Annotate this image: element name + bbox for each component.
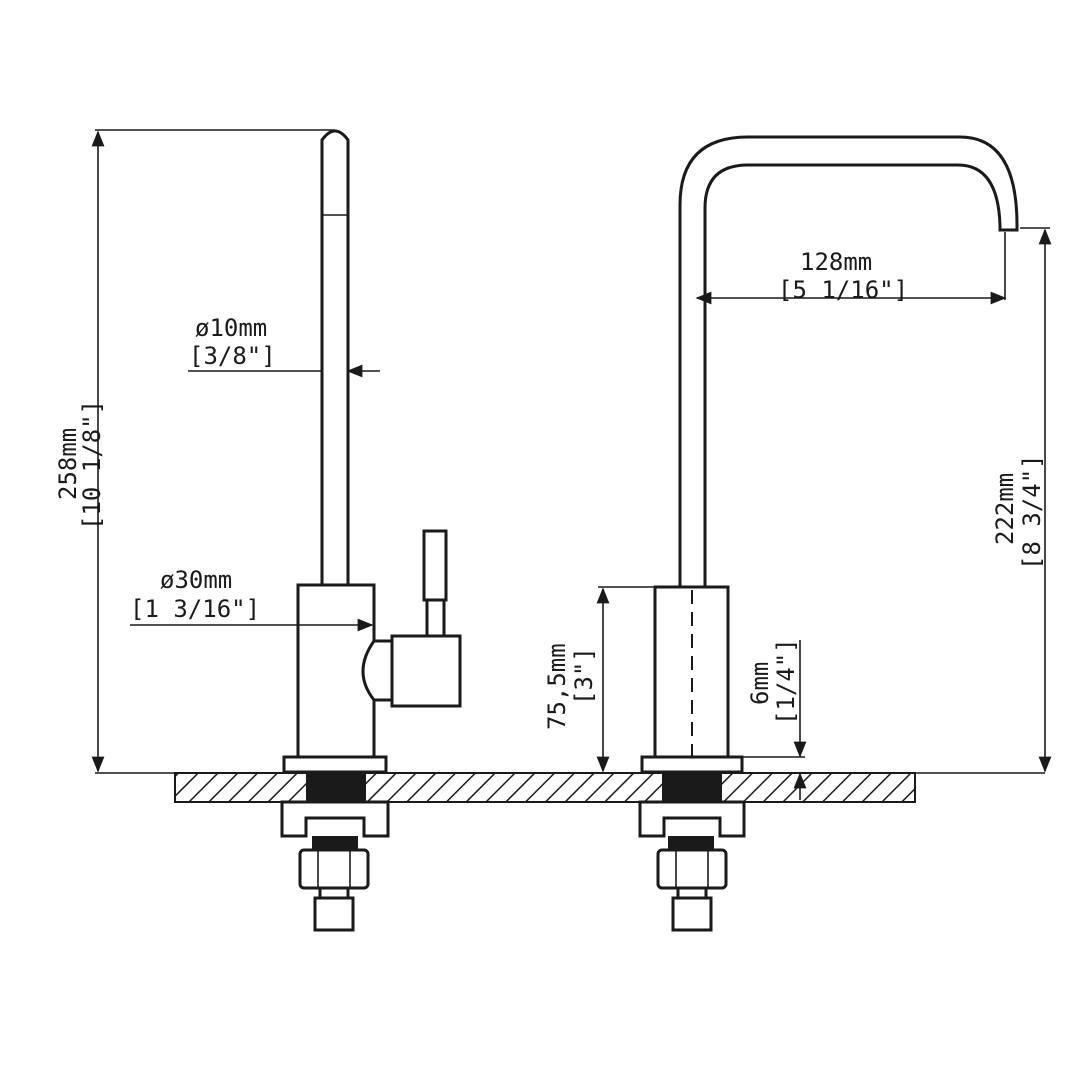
spout-reach-imperial: [5 1/16"] — [778, 276, 908, 304]
dimension-lines — [91, 129, 1052, 800]
total-height-metric: 258mm — [54, 428, 82, 500]
countertop — [95, 772, 1045, 803]
spout-height-imperial: [8 3/4"] — [1018, 454, 1046, 570]
body-diameter-metric: ø30mm — [160, 566, 232, 594]
faucet-side-view — [280, 129, 462, 932]
spout-diameter-imperial: [3/8"] — [189, 342, 276, 370]
faucet-front-view — [638, 135, 1019, 932]
spout-height-metric: 222mm — [991, 473, 1019, 545]
base-thickness-imperial: [1/4"] — [772, 638, 800, 725]
body-height-imperial: [3"] — [570, 647, 598, 705]
spout-reach-metric: 128mm — [800, 248, 872, 276]
body-height-metric: 75,5mm — [543, 643, 571, 730]
base-thickness-metric: 6mm — [746, 662, 774, 705]
body-diameter-imperial: [1 3/16"] — [130, 595, 260, 623]
total-height-imperial: [10 1/8"] — [78, 400, 106, 530]
spout-diameter-metric: ø10mm — [195, 314, 267, 342]
